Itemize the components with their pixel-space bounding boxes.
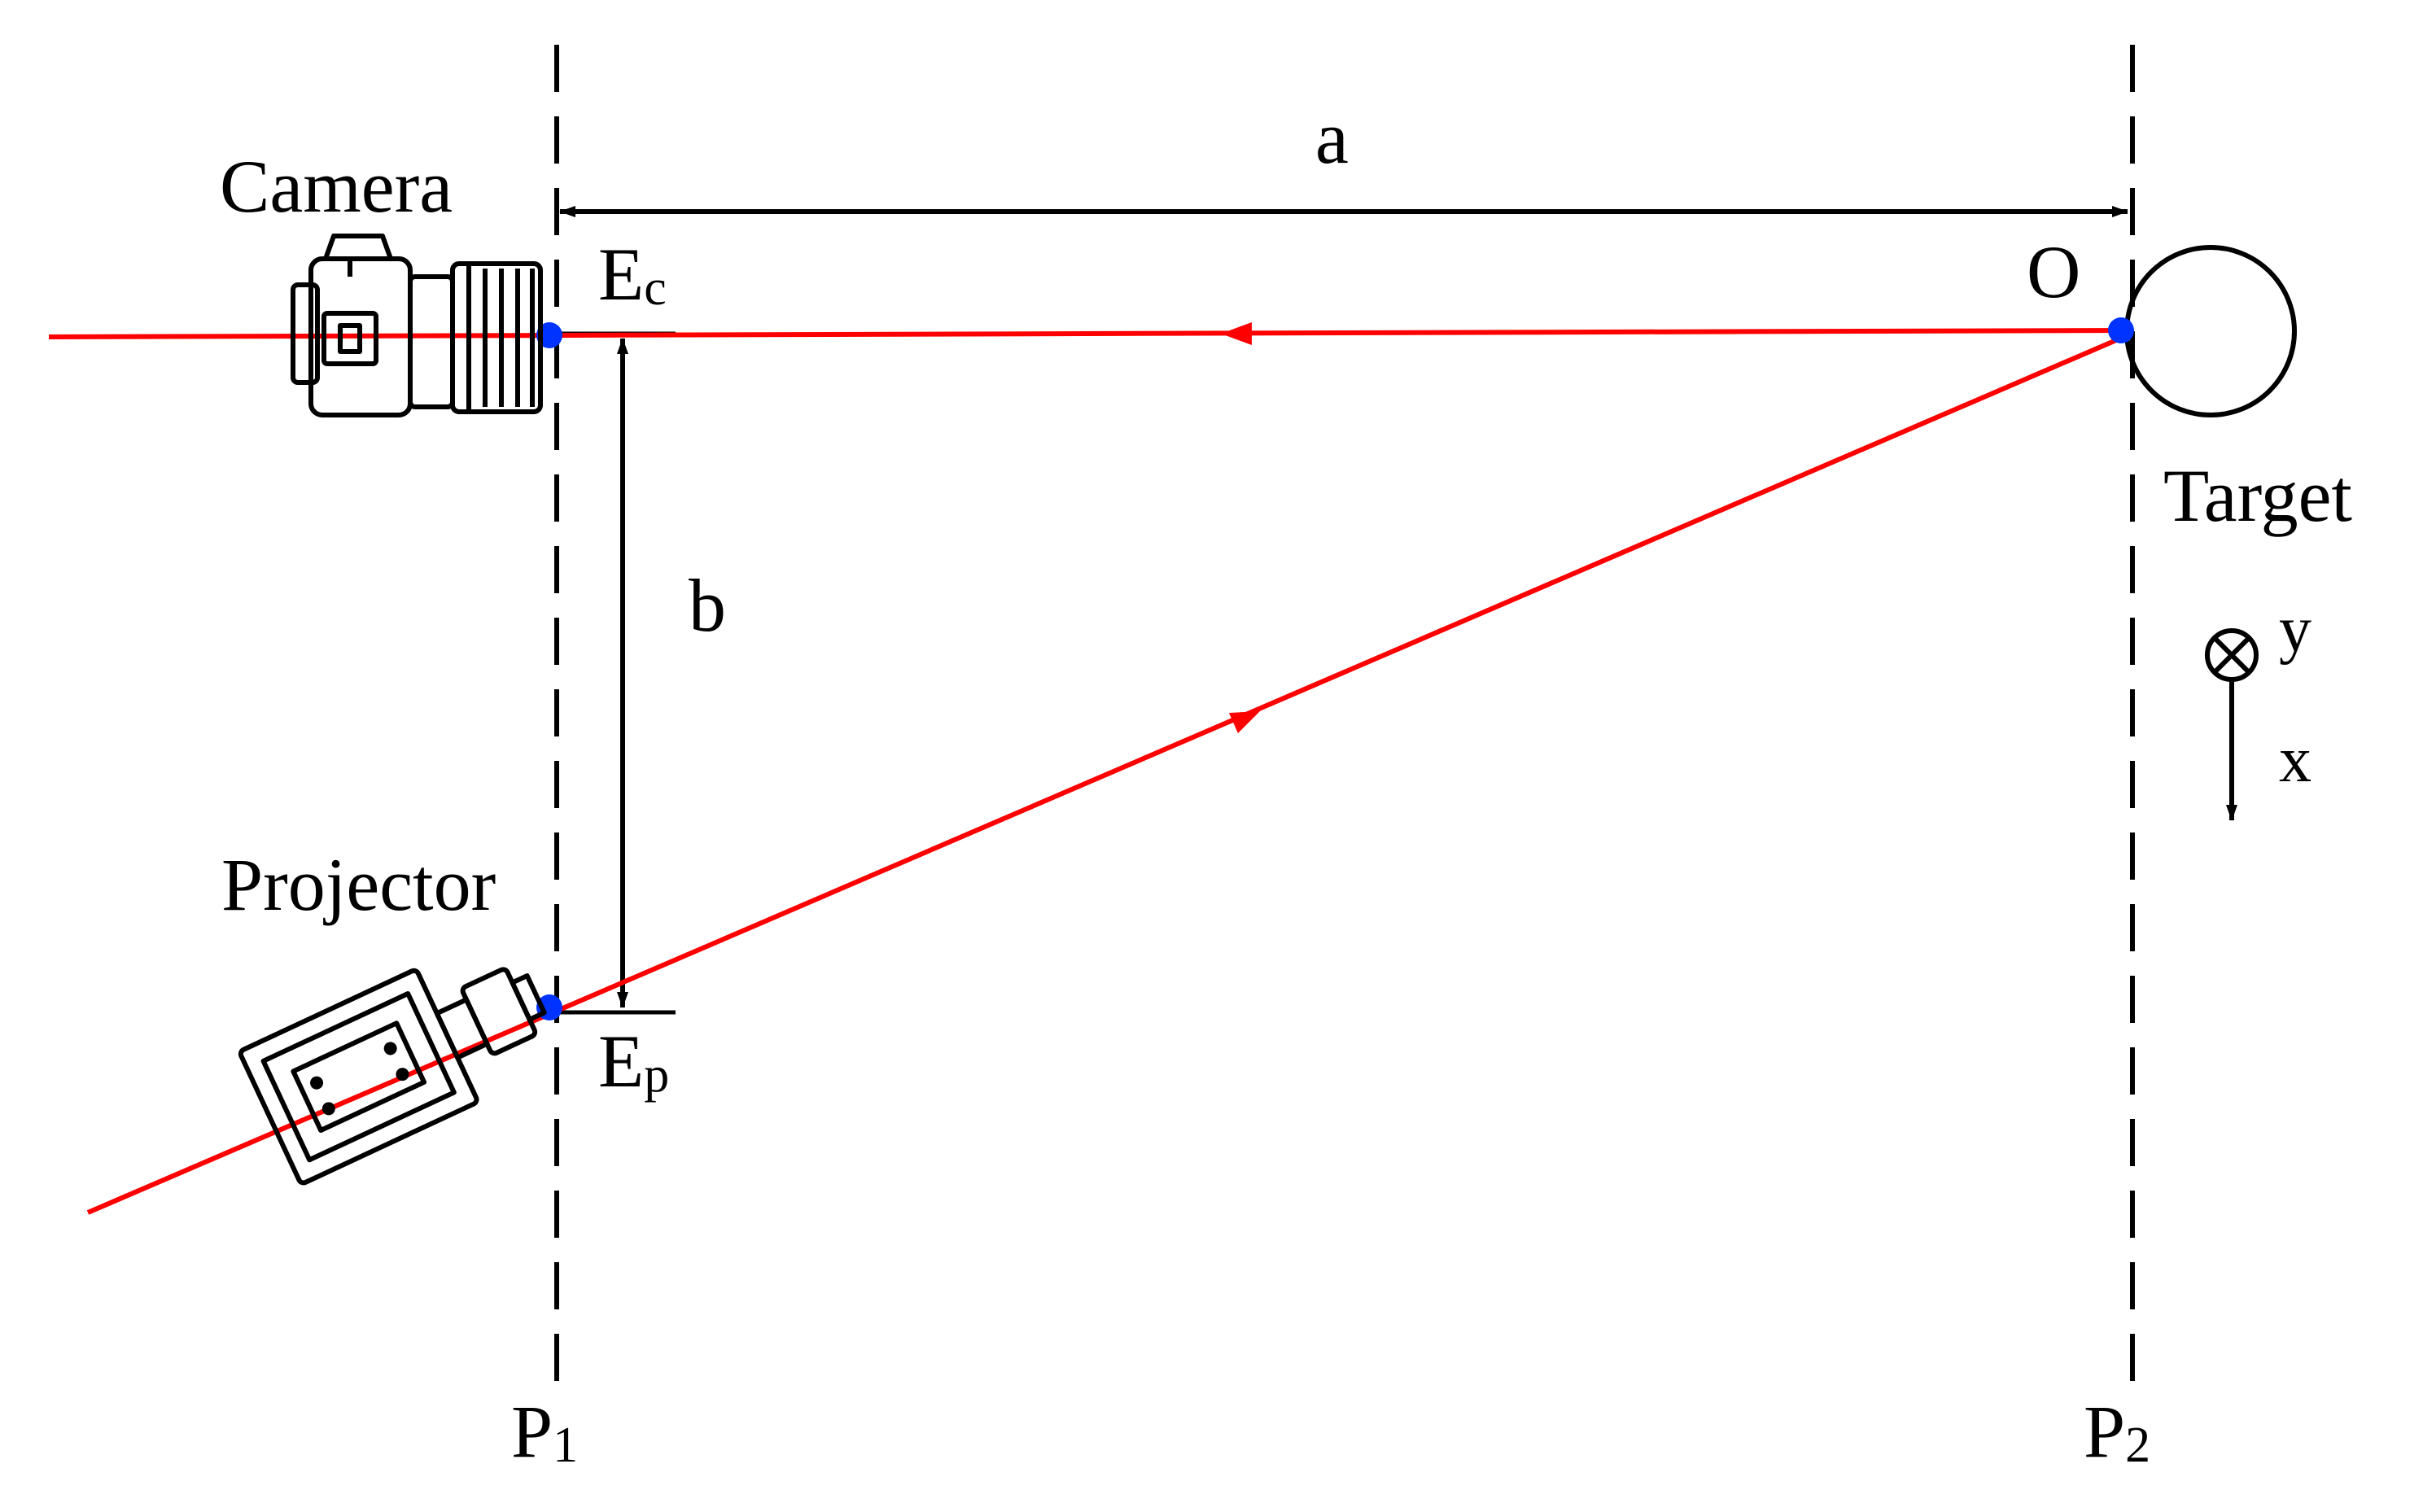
p2-label: P2 <box>2084 1390 2150 1473</box>
p1-label: P1 <box>511 1390 578 1473</box>
camera-ray-direction-arrow <box>1221 322 1252 345</box>
ep-label: Ep <box>598 1020 669 1103</box>
origin-label: O <box>2027 230 2080 313</box>
projector-ray-direction-arrow <box>1229 711 1260 733</box>
target-circle <box>2124 245 2297 417</box>
camera-label: Camera <box>220 145 453 228</box>
target-label: Target <box>2163 454 2352 537</box>
distance-b-label: b <box>689 564 726 647</box>
projector-ray <box>86 333 2129 1215</box>
camera-ray <box>48 328 2125 339</box>
ec-label: Ec <box>598 233 667 316</box>
circled-x-icon <box>2205 628 2259 682</box>
axis-x-label: x <box>2279 724 2311 796</box>
point-o <box>2108 317 2134 343</box>
camera-icon <box>291 234 543 417</box>
projector-icon <box>238 967 547 1186</box>
projector-label: Projector <box>221 843 496 926</box>
axis-y-label: y <box>2279 594 2311 666</box>
distance-a-label: a <box>1315 96 1349 179</box>
